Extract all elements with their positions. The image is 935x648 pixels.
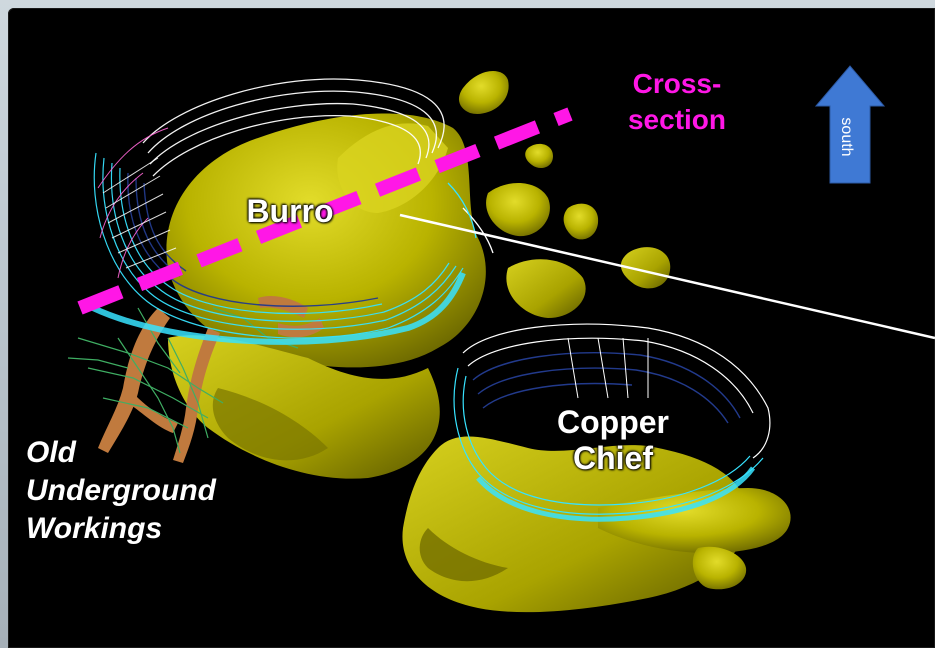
old-workings-line1: Old <box>26 436 76 469</box>
burro-pit-label: Burro <box>246 193 334 229</box>
model-view-panel: Burro Copper Chief Cross- section Old Un… <box>8 8 935 648</box>
cross-section-line2: section <box>627 104 727 135</box>
old-underground-workings-model <box>67 296 324 463</box>
old-workings-line3: Workings <box>26 512 163 545</box>
copper-chief-pit-contours <box>453 323 771 522</box>
old-workings-line2: Underground <box>26 474 216 507</box>
cross-section-line1: Cross- <box>632 68 722 99</box>
compass-text: south <box>838 117 855 157</box>
ore-body-east-blobs <box>458 70 671 318</box>
cross-section-label: Cross- section <box>602 66 752 138</box>
mine-model-scene <box>67 65 935 613</box>
old-underground-workings-label: Old Underground Workings <box>26 434 286 548</box>
cross-section-line <box>77 107 573 315</box>
copper-chief-line1: Copper <box>557 404 669 440</box>
ore-body-copper-chief <box>402 436 791 613</box>
copper-chief-pit-label: Copper Chief <box>538 404 688 476</box>
up-arrow-icon <box>814 65 886 184</box>
pointer-line <box>399 213 935 340</box>
copper-chief-line2: Chief <box>573 440 653 476</box>
